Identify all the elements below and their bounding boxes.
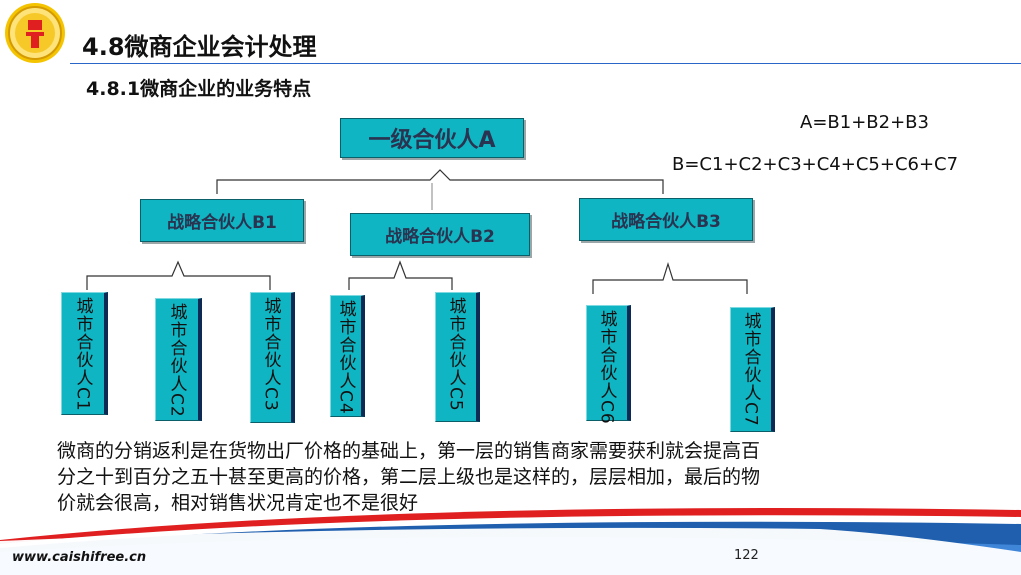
formula-a: A=B1+B2+B3 <box>800 112 929 133</box>
brace-a <box>216 169 664 194</box>
node-partner-b2-label: 战略合伙人B2 <box>385 227 495 247</box>
node-partner-a-label: 一级合伙人A <box>368 128 496 153</box>
node-partner-c7: 城市合伙人C7 <box>730 307 775 432</box>
node-partner-c6: 城市合伙人C6 <box>586 305 631 425</box>
node-partner-c1-label: 城市合伙人C1 <box>72 297 93 412</box>
node-partner-c2-label: 城市合伙人C2 <box>166 303 187 418</box>
page-subtitle: 4.8.1微商企业的业务特点 <box>86 78 312 100</box>
node-partner-c4-label: 城市合伙人C4 <box>335 300 356 415</box>
title-underline <box>70 63 1021 64</box>
formula-b: B=C1+C2+C3+C4+C5+C6+C7 <box>672 154 959 175</box>
node-partner-c1: 城市合伙人C1 <box>61 292 108 415</box>
node-partner-b3: 战略合伙人B3 <box>579 198 753 241</box>
body-line-2: 分之十到百分之五十甚至更高的价格，第二层上级也是这样的，层层相加，最后的物 <box>57 466 761 488</box>
footer-url[interactable]: www.caishifree.cn <box>12 550 147 565</box>
node-partner-c5-label: 城市合伙人C5 <box>445 297 466 412</box>
page-title: 4.8微商企业会计处理 <box>82 33 317 61</box>
node-partner-c7-label: 城市合伙人C7 <box>740 312 761 427</box>
node-partner-c6-label: 城市合伙人C6 <box>596 310 617 425</box>
node-partner-b2: 战略合伙人B2 <box>350 213 530 256</box>
body-line-1: 微商的分销返利是在货物出厂价格的基础上，第一层的销售商家需要获利就会提高百 <box>57 440 761 462</box>
node-partner-c5: 城市合伙人C5 <box>435 292 480 422</box>
body-line-3: 价就会很高，相对销售状况肯定也不是很好 <box>57 492 419 514</box>
node-partner-a: 一级合伙人A <box>340 118 524 158</box>
brace-b1 <box>86 260 271 290</box>
node-partner-c3-label: 城市合伙人C3 <box>260 297 281 412</box>
node-partner-c2: 城市合伙人C2 <box>155 298 202 421</box>
node-partner-b1-label: 战略合伙人B1 <box>167 213 277 233</box>
brace-b2 <box>348 260 453 290</box>
logo <box>2 2 68 64</box>
node-partner-c3: 城市合伙人C3 <box>250 292 295 423</box>
node-partner-c4: 城市合伙人C4 <box>330 295 365 417</box>
node-partner-b3-label: 战略合伙人B3 <box>611 212 721 232</box>
brace-b3 <box>592 261 748 294</box>
page-number: 122 <box>734 548 759 563</box>
logo-emblem-icon <box>5 3 65 63</box>
node-partner-b1: 战略合伙人B1 <box>140 199 304 242</box>
body-text: 微商的分销返利是在货物出厂价格的基础上，第一层的销售商家需要获利就会提高百 分之… <box>57 438 760 516</box>
